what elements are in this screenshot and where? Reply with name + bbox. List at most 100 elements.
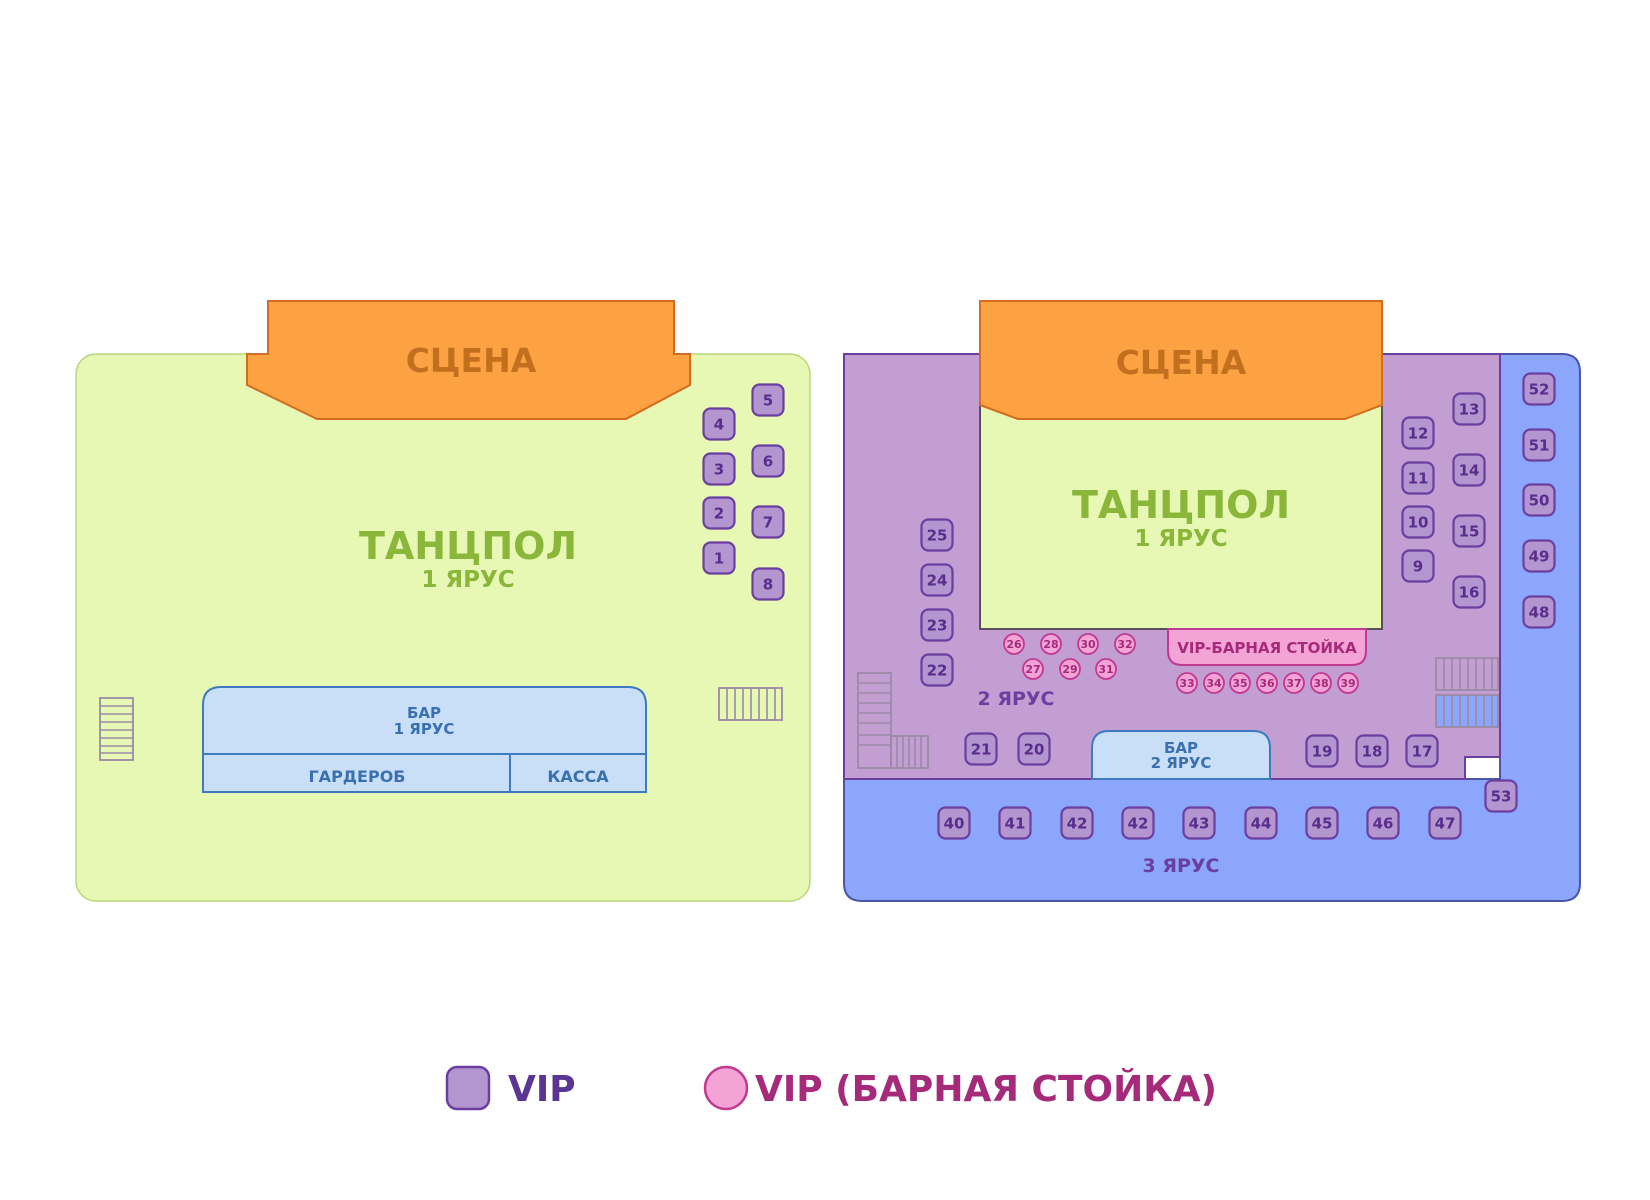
vip-seat[interactable]: 21 — [964, 732, 998, 766]
bar-seat[interactable]: 34 — [1203, 672, 1225, 694]
stage-area[interactable] — [979, 300, 1383, 420]
vip-seat-number: 46 — [1373, 815, 1394, 833]
vip-seat[interactable]: 2 — [702, 496, 736, 530]
tier-3-area[interactable] — [843, 353, 1581, 902]
vip-seat[interactable]: 41 — [998, 806, 1032, 840]
bar-seat[interactable]: 33 — [1176, 672, 1198, 694]
vip-seat-number: 50 — [1529, 492, 1550, 510]
legend-bar-label: VIP (БАРНАЯ СТОЙКА) — [755, 1068, 1217, 1110]
vip-seat[interactable]: 9 — [1401, 549, 1435, 583]
vip-seat-number: 40 — [944, 815, 965, 833]
vip-seat[interactable]: 17 — [1405, 734, 1439, 768]
vip-seat-number: 17 — [1412, 743, 1433, 761]
vip-seat[interactable]: 52 — [1522, 372, 1556, 406]
vip-bar-counter[interactable] — [1167, 628, 1367, 666]
dancefloor-area[interactable] — [75, 353, 811, 902]
vip-seat[interactable]: 51 — [1522, 428, 1556, 462]
stairs-icon — [1435, 694, 1499, 728]
vip-seat[interactable]: 13 — [1452, 392, 1486, 426]
vip-bar-label: VIP-БАРНАЯ СТОЙКА — [1177, 638, 1357, 657]
vip-seat[interactable]: 18 — [1355, 734, 1389, 768]
vip-seat-box — [702, 407, 736, 441]
bar-seat-number: 27 — [1025, 663, 1040, 676]
vip-seat[interactable]: 8 — [751, 567, 785, 601]
vip-seat[interactable]: 24 — [920, 563, 954, 597]
vip-seat-number: 52 — [1529, 381, 1550, 399]
vip-seat-box — [1401, 416, 1435, 450]
bar-seat-circle — [1003, 633, 1025, 655]
tier-3-label: 3 ЯРУС — [1143, 855, 1220, 877]
bar-seat[interactable]: 28 — [1040, 633, 1062, 655]
vip-seat[interactable]: 42 — [1121, 806, 1155, 840]
bar-2-area[interactable] — [1091, 730, 1271, 780]
tier-2-label: 2 ЯРУС — [978, 688, 1055, 710]
bar-seat[interactable]: 38 — [1310, 672, 1332, 694]
vip-seat[interactable]: 46 — [1366, 806, 1400, 840]
bar-seat[interactable]: 27 — [1022, 658, 1044, 680]
vip-seat[interactable]: 5 — [751, 383, 785, 417]
vip-seat-box — [937, 806, 971, 840]
vip-seat[interactable]: 20 — [1017, 732, 1051, 766]
vip-seat[interactable]: 45 — [1305, 806, 1339, 840]
bar-seat-number: 39 — [1340, 677, 1355, 690]
vip-seat[interactable]: 50 — [1522, 483, 1556, 517]
vip-seat[interactable]: 43 — [1182, 806, 1216, 840]
vip-seat[interactable]: 6 — [751, 444, 785, 478]
vip-seat-box — [702, 496, 736, 530]
vip-seat[interactable]: 10 — [1401, 505, 1435, 539]
vip-seat-box — [1452, 392, 1486, 426]
vip-seat-box — [920, 653, 954, 687]
stage-area[interactable] — [246, 300, 691, 420]
bar-seat[interactable]: 36 — [1256, 672, 1278, 694]
vip-seat-box — [751, 505, 785, 539]
bar-seat-number: 28 — [1043, 638, 1058, 651]
vip-seat-box — [1305, 806, 1339, 840]
vip-seat[interactable]: 19 — [1305, 734, 1339, 768]
vip-seat[interactable]: 4 — [702, 407, 736, 441]
vip-seat-number: 13 — [1459, 401, 1480, 419]
vip-seat-box — [920, 608, 954, 642]
bar-seat[interactable]: 30 — [1077, 633, 1099, 655]
vip-seat-box — [1522, 595, 1556, 629]
vip-seat[interactable]: 7 — [751, 505, 785, 539]
vip-seat-number: 51 — [1529, 437, 1550, 455]
bar-seat[interactable]: 32 — [1114, 633, 1136, 655]
vip-seat[interactable]: 16 — [1452, 575, 1486, 609]
vip-seat-box — [1452, 575, 1486, 609]
bar-seat-number: 38 — [1313, 677, 1328, 690]
vip-seat[interactable]: 23 — [920, 608, 954, 642]
bar-seat[interactable]: 39 — [1337, 672, 1359, 694]
vip-seat[interactable]: 11 — [1401, 461, 1435, 495]
vip-seat[interactable]: 3 — [702, 452, 736, 486]
vip-seat[interactable]: 40 — [937, 806, 971, 840]
vip-seat[interactable]: 44 — [1244, 806, 1278, 840]
vip-seat[interactable]: 12 — [1401, 416, 1435, 450]
vip-seat[interactable]: 25 — [920, 518, 954, 552]
bar-seat-circle — [1040, 633, 1062, 655]
vip-seat-box — [1401, 461, 1435, 495]
vip-seat[interactable]: 53 — [1484, 779, 1518, 813]
cloakroom-area[interactable] — [202, 753, 511, 793]
bar-seat[interactable]: 35 — [1229, 672, 1251, 694]
bar-seat[interactable]: 26 — [1003, 633, 1025, 655]
left-map: СЦЕНА ТАНЦПОЛ 1 ЯРУС БАР 1 ЯРУС ГАРДЕРОБ… — [75, 300, 811, 902]
vip-seat[interactable]: 1 — [702, 541, 736, 575]
vip-seat[interactable]: 15 — [1452, 514, 1486, 548]
vip-seat-box — [1452, 453, 1486, 487]
stairs-icon — [857, 672, 892, 769]
bar-seat[interactable]: 31 — [1095, 658, 1117, 680]
vip-seat[interactable]: 14 — [1452, 453, 1486, 487]
vip-seat[interactable]: 47 — [1428, 806, 1462, 840]
vip-seat[interactable]: 42 — [1060, 806, 1094, 840]
vip-seat[interactable]: 48 — [1522, 595, 1556, 629]
vip-seat[interactable]: 22 — [920, 653, 954, 687]
bar-seat[interactable]: 37 — [1283, 672, 1305, 694]
vip-seat-number: 6 — [763, 453, 773, 471]
bar-seat-circle — [1229, 672, 1251, 694]
bar-seat[interactable]: 29 — [1059, 658, 1081, 680]
ticket-office-area[interactable] — [509, 753, 647, 793]
vip-seat[interactable]: 49 — [1522, 539, 1556, 573]
bar-1-area[interactable] — [202, 686, 647, 755]
bar-seat-circle — [1310, 672, 1332, 694]
